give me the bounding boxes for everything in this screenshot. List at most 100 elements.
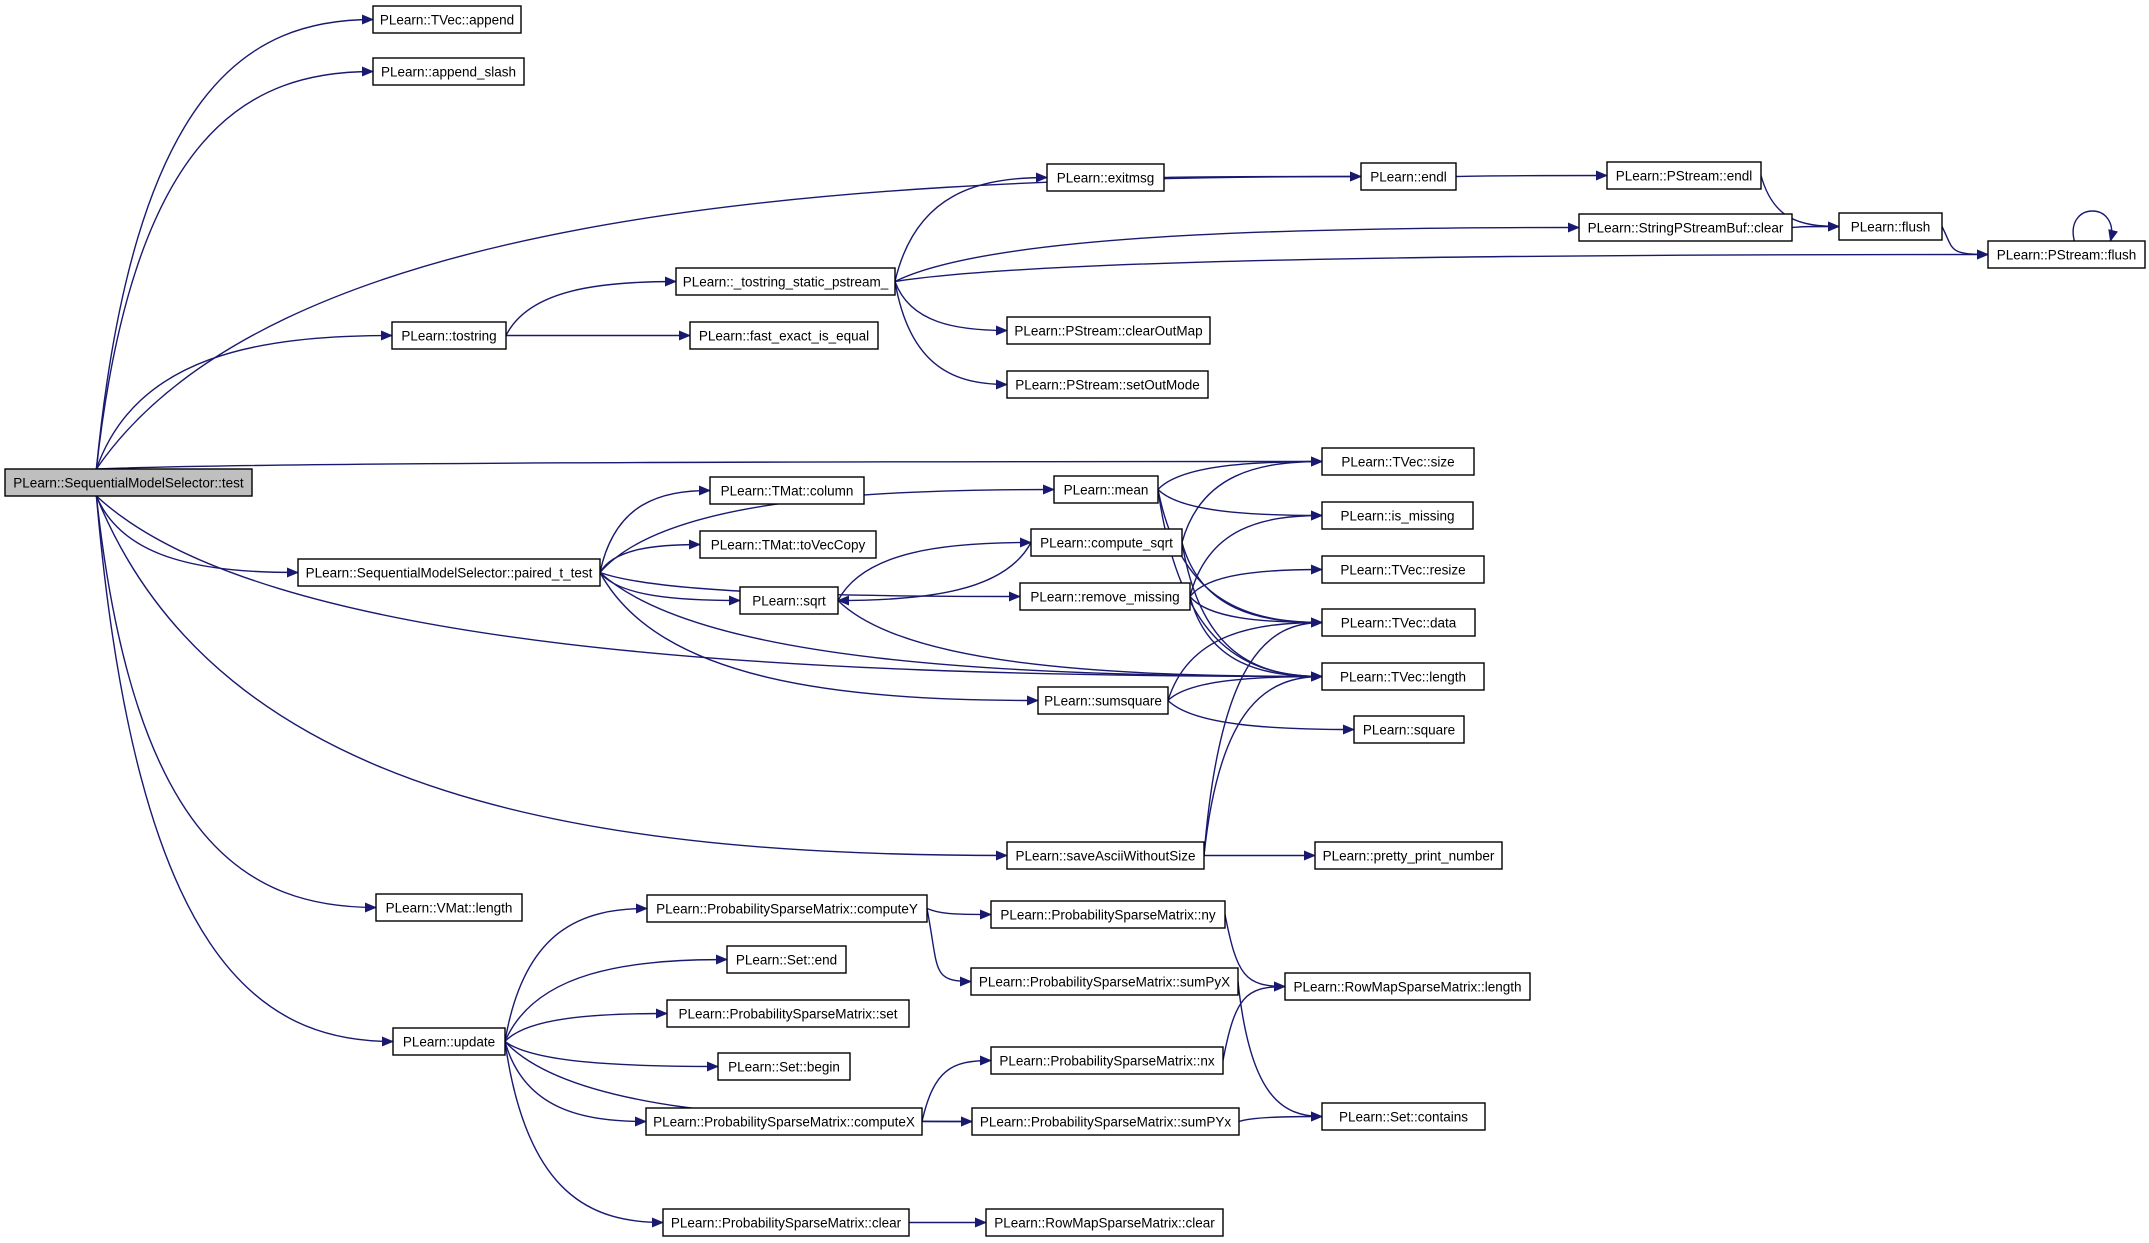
node-computey[interactable]: PLearn::ProbabilitySparseMatrix::compute… bbox=[646, 894, 928, 923]
node-box bbox=[971, 1107, 1240, 1136]
node-tostring[interactable]: PLearn::tostring bbox=[391, 321, 507, 350]
node-pretty[interactable]: PLearn::pretty_print_number bbox=[1314, 841, 1503, 870]
node-label: PLearn::ProbabilitySparseMatrix::nx bbox=[999, 1054, 1215, 1069]
node-sumpyx[interactable]: PLearn::ProbabilitySparseMatrix::sumPyX bbox=[970, 967, 1239, 996]
edge-tostring_static-to-exitmsg bbox=[894, 172, 1048, 282]
edge-tostring_static-to-setoutmode bbox=[894, 281, 1008, 390]
node-tvec_data[interactable]: PLearn::TVec::data bbox=[1321, 608, 1476, 637]
node-label: PLearn::PStream::flush bbox=[1997, 248, 2137, 263]
edge-root-to-vmat_length bbox=[95, 495, 377, 913]
node-psm_nx[interactable]: PLearn::ProbabilitySparseMatrix::nx bbox=[990, 1046, 1224, 1075]
node-root[interactable]: PLearn::SequentialModelSelector::test bbox=[4, 468, 253, 497]
node-computex[interactable]: PLearn::ProbabilitySparseMatrix::compute… bbox=[645, 1107, 923, 1136]
node-set_end[interactable]: PLearn::Set::end bbox=[726, 945, 847, 974]
node-label: PLearn::ProbabilitySparseMatrix::compute… bbox=[656, 902, 918, 917]
edge-saveascii-to-tvec_data bbox=[1203, 617, 1323, 856]
edge-mean-to-tvec_size bbox=[1157, 456, 1323, 490]
node-paired[interactable]: PLearn::SequentialModelSelector::paired_… bbox=[297, 558, 601, 587]
node-label: PLearn::update bbox=[403, 1035, 495, 1050]
node-label: PLearn::Set::end bbox=[736, 953, 837, 968]
node-box bbox=[646, 894, 928, 923]
node-box bbox=[1314, 841, 1503, 870]
edge-sumsquare-to-tvec_data bbox=[1167, 617, 1323, 701]
node-psm_ny[interactable]: PLearn::ProbabilitySparseMatrix::ny bbox=[990, 900, 1226, 929]
node-label: PLearn::flush bbox=[1851, 220, 1931, 235]
edges-layer bbox=[95, 14, 2118, 1228]
node-pstream_endl[interactable]: PLearn::PStream::endl bbox=[1606, 161, 1762, 190]
node-box bbox=[1321, 555, 1485, 584]
node-label: PLearn::SequentialModelSelector::paired_… bbox=[306, 566, 593, 581]
node-label: PLearn::Set::contains bbox=[1339, 1110, 1468, 1125]
node-box bbox=[1006, 841, 1205, 870]
edge-update-to-psm_set bbox=[504, 1008, 668, 1042]
node-set_begin[interactable]: PLearn::Set::begin bbox=[717, 1052, 851, 1081]
node-square[interactable]: PLearn::square bbox=[1353, 715, 1465, 744]
edge-paired-to-sqrt bbox=[599, 572, 741, 606]
node-update[interactable]: PLearn::update bbox=[392, 1027, 506, 1056]
node-sqrt[interactable]: PLearn::sqrt bbox=[739, 586, 839, 615]
edge-endl-to-pstream_endl bbox=[1455, 170, 1608, 181]
node-mean[interactable]: PLearn::mean bbox=[1053, 475, 1159, 504]
node-tmat_column[interactable]: PLearn::TMat::column bbox=[709, 476, 865, 505]
node-clearoutmap[interactable]: PLearn::PStream::clearOutMap bbox=[1006, 316, 1211, 345]
edge-sumpyx2-to-set_contains bbox=[1238, 1111, 1323, 1123]
node-flush[interactable]: PLearn::flush bbox=[1838, 212, 1943, 241]
node-is_missing[interactable]: PLearn::is_missing bbox=[1321, 501, 1474, 530]
node-psm_set[interactable]: PLearn::ProbabilitySparseMatrix::set bbox=[666, 999, 910, 1028]
edge-remove_missing-to-tvec_data bbox=[1189, 596, 1323, 628]
node-rmsm_length[interactable]: PLearn::RowMapSparseMatrix::length bbox=[1284, 972, 1531, 1001]
edge-psm_ny-to-rmsm_length bbox=[1224, 914, 1286, 992]
node-pstream_flush[interactable]: PLearn::PStream::flush bbox=[1987, 240, 2146, 269]
node-fast_exact[interactable]: PLearn::fast_exact_is_equal bbox=[689, 321, 879, 350]
node-box bbox=[970, 967, 1239, 996]
node-label: PLearn::ProbabilitySparseMatrix::clear bbox=[671, 1216, 902, 1231]
node-set_contains[interactable]: PLearn::Set::contains bbox=[1321, 1102, 1486, 1131]
node-rmsm_clear[interactable]: PLearn::RowMapSparseMatrix::clear bbox=[985, 1208, 1224, 1237]
node-label: PLearn::sqrt bbox=[752, 594, 826, 609]
node-label: PLearn::append_slash bbox=[381, 65, 516, 80]
node-tvec_append[interactable]: PLearn::TVec::append bbox=[372, 5, 522, 34]
node-box bbox=[1321, 447, 1475, 476]
node-endl[interactable]: PLearn::endl bbox=[1360, 162, 1457, 191]
node-box bbox=[1019, 582, 1191, 611]
node-exitmsg[interactable]: PLearn::exitmsg bbox=[1046, 163, 1165, 192]
node-box bbox=[392, 1027, 506, 1056]
node-tvec_resize[interactable]: PLearn::TVec::resize bbox=[1321, 555, 1485, 584]
edge-compute_sqrt-to-tvec_length bbox=[1181, 542, 1323, 682]
edge-remove_missing-to-is_missing bbox=[1189, 510, 1323, 597]
node-tmat_tovec[interactable]: PLearn::TMat::toVecCopy bbox=[699, 530, 877, 559]
edge-update-to-computex bbox=[504, 1041, 647, 1127]
node-tvec_size[interactable]: PLearn::TVec::size bbox=[1321, 447, 1475, 476]
node-tostring_static[interactable]: PLearn::_tostring_static_pstream_ bbox=[675, 267, 896, 296]
node-saveascii[interactable]: PLearn::saveAsciiWithoutSize bbox=[1006, 841, 1205, 870]
edge-tostring-to-tostring_static bbox=[505, 276, 677, 336]
edge-tostring_static-to-clearoutmap bbox=[894, 281, 1008, 336]
edge-flush-to-pstream_flush bbox=[1941, 226, 1989, 260]
edge-root-to-tvec_length bbox=[95, 495, 1323, 682]
node-label: PLearn::sumsquare bbox=[1044, 694, 1162, 709]
node-box bbox=[1037, 686, 1169, 715]
node-label: PLearn::square bbox=[1363, 723, 1455, 738]
node-tvec_length[interactable]: PLearn::TVec::length bbox=[1321, 662, 1485, 691]
node-box bbox=[1321, 1102, 1486, 1131]
node-psm_clear[interactable]: PLearn::ProbabilitySparseMatrix::clear bbox=[662, 1208, 910, 1237]
edge-root-to-tvec_append bbox=[95, 14, 374, 470]
node-spsb_clear[interactable]: PLearn::StringPStreamBuf::clear bbox=[1578, 213, 1793, 242]
edge-paired-to-tmat_column bbox=[599, 485, 711, 573]
node-sumsquare[interactable]: PLearn::sumsquare bbox=[1037, 686, 1169, 715]
node-append_slash[interactable]: PLearn::append_slash bbox=[372, 57, 525, 86]
edge-saveascii-to-tvec_length bbox=[1203, 671, 1323, 856]
node-box bbox=[1046, 163, 1165, 192]
node-label: PLearn::TVec::data bbox=[1341, 616, 1457, 631]
edge-mean-to-is_missing bbox=[1157, 489, 1323, 521]
node-compute_sqrt[interactable]: PLearn::compute_sqrt bbox=[1030, 528, 1183, 557]
node-box bbox=[717, 1052, 851, 1081]
node-label: PLearn::TVec::size bbox=[1341, 455, 1454, 470]
node-box bbox=[645, 1107, 923, 1136]
node-vmat_length[interactable]: PLearn::VMat::length bbox=[375, 893, 523, 922]
node-sumpyx2[interactable]: PLearn::ProbabilitySparseMatrix::sumPYx bbox=[971, 1107, 1240, 1136]
node-remove_missing[interactable]: PLearn::remove_missing bbox=[1019, 582, 1191, 611]
node-setoutmode[interactable]: PLearn::PStream::setOutMode bbox=[1006, 370, 1209, 399]
node-box bbox=[1006, 316, 1211, 345]
edge-root-to-update bbox=[95, 495, 394, 1047]
